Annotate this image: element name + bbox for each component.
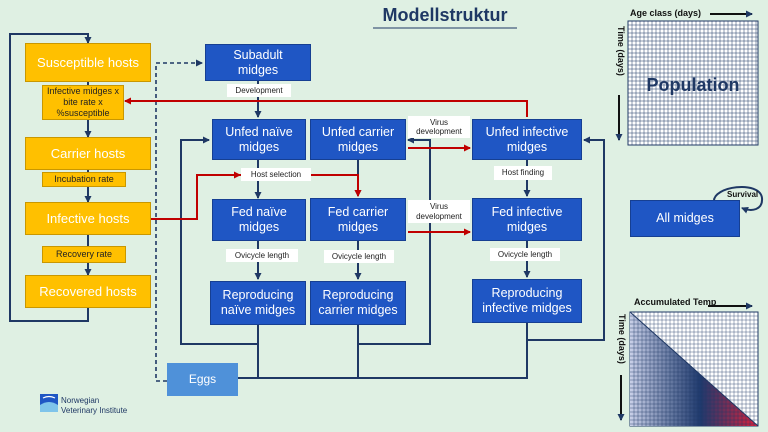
virus-development-label-1: Virus development: [408, 116, 470, 138]
unfed-infective-midges-box: Unfed infective midges: [472, 119, 582, 160]
naive-loop: [180, 136, 259, 345]
infective-hosts-box: Infective hosts: [25, 202, 151, 235]
population-label: Population: [646, 75, 740, 95]
reproducing-naive-midges-box: Reproducing naïve midges: [210, 281, 306, 325]
infective-midges-to-hosts: [124, 97, 528, 117]
survival-loop: [713, 186, 764, 214]
logo-text: Norwegian Veterinary Institute: [61, 396, 128, 415]
all-midges-box: All midges: [630, 200, 740, 237]
subadult-midges-box: Subadult midges: [205, 44, 311, 81]
development-label: Development: [227, 84, 291, 97]
population-x-axis-label: Age class (days): [630, 8, 702, 18]
ovicycle-label-carrier: Ovicycle length: [324, 250, 394, 263]
carrier-to-eggs: [258, 344, 359, 379]
carrier-loop: [357, 136, 431, 345]
host-selection-label: Host selection: [241, 168, 311, 181]
temp-y-axis-label: Time (days): [617, 314, 627, 364]
eggs-box: Eggs: [167, 363, 238, 396]
logo-mark: [40, 394, 58, 412]
fed-naive-midges-box: Fed naïve midges: [212, 199, 306, 241]
infective-loop: [526, 136, 605, 341]
temp-x-axis-label: Accumulated Temp: [634, 297, 717, 307]
reproducing-carrier-midges-box: Reproducing carrier midges: [310, 281, 406, 325]
virus-development-label-2: Virus development: [408, 200, 470, 223]
fed-infective-midges-box: Fed infective midges: [472, 198, 582, 241]
host-selection-arrow: [151, 174, 362, 220]
susceptible-hosts-box: Susceptible hosts: [25, 43, 151, 82]
infection-rate-box: Infective midges x bite rate x %suscepti…: [42, 85, 124, 120]
fed-carrier-midges-box: Fed carrier midges: [310, 198, 406, 241]
survival-label: Survival: [727, 190, 759, 199]
incubation-rate-box: Incubation rate: [42, 172, 126, 187]
reproducing-infective-midges-box: Reproducing infective midges: [472, 279, 582, 323]
unfed-naive-midges-box: Unfed naïve midges: [212, 119, 306, 160]
infective-to-eggs: [358, 340, 528, 379]
accumulated-temp-grid: [629, 311, 759, 427]
host-loop-line: [9, 33, 92, 322]
ovicycle-label-naive: Ovicycle length: [226, 249, 298, 262]
population-y-axis-label: Time (days): [616, 26, 626, 76]
ovicycle-label-infective: Ovicycle length: [490, 248, 560, 261]
carrier-hosts-box: Carrier hosts: [25, 137, 151, 170]
page-title: Modellstruktur: [382, 5, 508, 25]
host-finding-label: Host finding: [494, 166, 552, 180]
recovered-hosts-box: Recovered hosts: [25, 275, 151, 308]
eggs-to-subadult-dashed: [155, 59, 203, 382]
population-grid: [627, 20, 759, 146]
unfed-carrier-midges-box: Unfed carrier midges: [310, 119, 406, 160]
recovery-rate-box: Recovery rate: [42, 246, 126, 263]
